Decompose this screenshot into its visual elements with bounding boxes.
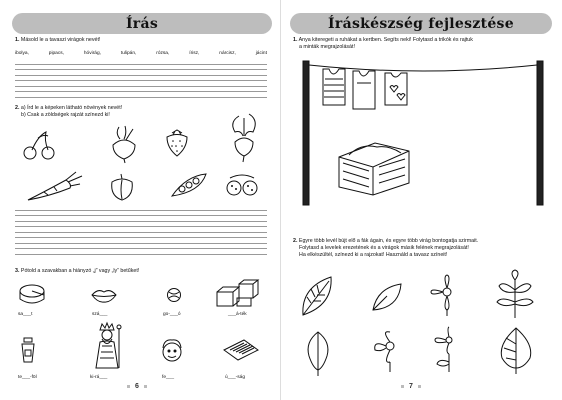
page-number: 7 xyxy=(401,383,421,390)
leaf-icon xyxy=(299,275,335,317)
ball-icon xyxy=(166,287,182,303)
flower-word: írisz, xyxy=(189,51,200,56)
flower-word-list: ibolya, pipacs, hóvirág, tulipán, rózsa,… xyxy=(15,51,267,56)
fill-in-word[interactable]: fe___ xyxy=(162,375,175,380)
flower-word: ibolya, xyxy=(15,51,29,56)
flower-word: hóvirág, xyxy=(83,51,101,56)
leaf-icon xyxy=(303,330,333,376)
radish-icon xyxy=(225,112,263,163)
raspberry-icon xyxy=(224,174,260,200)
flower-word: nárcisz, xyxy=(219,51,236,56)
fill-in-word[interactable]: szá___ xyxy=(92,312,108,317)
page-number: 6 xyxy=(127,383,147,390)
fill-in-word[interactable]: ki-rá___ xyxy=(90,375,108,380)
writing-lines[interactable] xyxy=(15,59,267,98)
leaf-icon xyxy=(369,280,405,314)
cheese-icon xyxy=(18,283,46,307)
clothesline-icon xyxy=(289,55,555,206)
book-spine xyxy=(280,0,281,400)
page-title-bar: Íráskészség fejlesztése xyxy=(290,13,552,34)
strawberry-icon xyxy=(163,128,191,158)
fill-in-word[interactable]: go-___ó xyxy=(163,312,181,317)
leaf-icon xyxy=(496,326,536,374)
task-2-instruction: 2. a) Írd le a képeken látható növények … xyxy=(15,105,123,119)
peapod-icon xyxy=(170,170,210,200)
page-title: Íráskészség fejlesztése xyxy=(328,15,514,32)
task-3-instruction: 3. Pótold a szavakban a hiányzó „j” vagy… xyxy=(15,268,140,274)
page-title: Írás xyxy=(125,15,159,32)
writing-lines-2[interactable] xyxy=(15,205,267,255)
flower-icon xyxy=(429,274,465,316)
cherries-icon xyxy=(20,130,60,160)
leaf-icon xyxy=(493,269,537,318)
pepper-icon xyxy=(108,172,136,202)
flower-icon xyxy=(371,330,409,372)
toy-blocks-icon xyxy=(215,278,260,308)
task-1-instruction: 1. Másold le a tavaszi virágok nevét! xyxy=(15,37,101,43)
carrot-icon xyxy=(24,170,84,202)
flower-word: rózsa, xyxy=(156,51,170,56)
fill-in-word[interactable]: ___á-ték xyxy=(228,312,247,317)
fill-in-word[interactable]: ú___-ság xyxy=(225,375,246,380)
right-page: Íráskészség fejlesztése 1. Anya kiterege… xyxy=(281,0,562,400)
child-face-icon xyxy=(160,338,184,364)
yogurt-icon xyxy=(20,336,36,364)
lips-icon xyxy=(90,287,118,303)
left-page: Írás 1. Másold le a tavaszi virágok nevé… xyxy=(12,13,272,390)
task-2-instruction: 2. Egyre több levél bújt elő a fák ágain… xyxy=(293,238,479,259)
newspaper-icon xyxy=(222,338,260,362)
fill-in-word[interactable]: sa___t xyxy=(18,312,33,317)
flower-word: pipacs, xyxy=(48,51,64,56)
task-1-instruction: 1. Anya kiteregeti a ruhákat a kertben. … xyxy=(293,37,473,51)
flower-word: jácint xyxy=(255,51,267,56)
flower-word: tulipán, xyxy=(120,51,137,56)
page-title-bar: Írás xyxy=(12,13,272,34)
flower-icon xyxy=(431,326,467,372)
fill-in-word[interactable]: te___-föl xyxy=(18,375,37,380)
beet-icon xyxy=(105,125,143,164)
king-icon xyxy=(90,321,124,370)
